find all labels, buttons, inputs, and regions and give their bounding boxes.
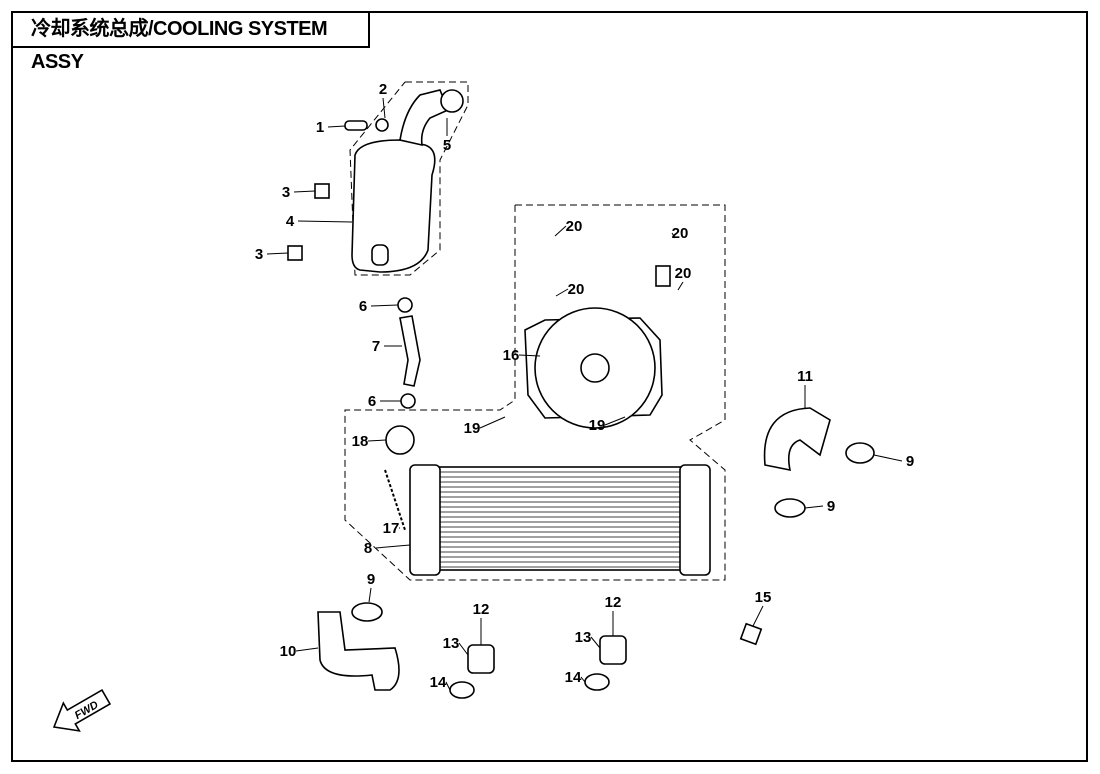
hose-7 xyxy=(399,315,421,387)
callout-leader-line xyxy=(479,416,506,429)
callout-leader-line xyxy=(458,642,469,656)
callout-leader-line xyxy=(370,304,399,307)
bolt-3-lower xyxy=(287,245,303,261)
callout-label: 6 xyxy=(368,393,376,410)
callout-label: 5 xyxy=(443,137,451,154)
callout-label: 9 xyxy=(367,571,375,588)
callout-leader-line xyxy=(752,605,764,627)
radiator-fins xyxy=(440,471,680,568)
callout-label: 13 xyxy=(575,629,592,646)
callout-label: 9 xyxy=(827,498,835,515)
clamp-6-lower xyxy=(400,393,416,409)
callout-label: 3 xyxy=(282,184,290,201)
callout-label: 2 xyxy=(379,81,387,98)
callout-leader-line xyxy=(375,544,411,549)
reservoir-window xyxy=(371,244,389,266)
callout-leader-line xyxy=(873,454,903,462)
callout-label: 20 xyxy=(566,218,583,235)
callout-label: 12 xyxy=(605,594,622,611)
callout-label: 9 xyxy=(906,453,914,470)
callout-label: 6 xyxy=(359,298,367,315)
clamp-9-left xyxy=(351,602,383,622)
callout-leader-line xyxy=(327,125,346,128)
callout-label: 7 xyxy=(372,338,380,355)
callout-leader-line xyxy=(368,587,372,603)
clamp-6-upper xyxy=(397,297,413,313)
callout-leader-line xyxy=(266,252,289,255)
washer-14-right xyxy=(584,673,610,691)
callout-label: 10 xyxy=(280,643,297,660)
callout-leader-line xyxy=(445,681,451,691)
callout-label: 14 xyxy=(430,674,447,691)
radiator-core xyxy=(429,466,686,571)
callout-label: 8 xyxy=(364,540,372,557)
callout-label: 20 xyxy=(675,265,692,282)
callout-label: 16 xyxy=(503,347,520,364)
clamp-9-mid xyxy=(774,498,806,518)
callout-label: 13 xyxy=(443,635,460,652)
callout-leader-line xyxy=(295,647,319,652)
radiator-cap-18 xyxy=(385,425,415,455)
callout-label: 14 xyxy=(565,669,582,686)
reservoir-group-outline xyxy=(349,81,469,276)
callout-leader-line xyxy=(518,354,541,357)
fan-motor xyxy=(580,353,610,383)
callout-label: 1 xyxy=(316,119,324,136)
callout-label: 19 xyxy=(589,417,606,434)
callout-leader-line xyxy=(297,220,353,223)
callout-label: 17 xyxy=(383,520,400,537)
callout-leader-line xyxy=(590,636,601,649)
callout-label: 4 xyxy=(286,213,295,230)
radiator-left-tank xyxy=(409,464,441,576)
part-1-pin xyxy=(344,120,368,131)
callout-leader-line xyxy=(604,416,626,426)
callout-leader-line xyxy=(555,288,569,297)
hose-10 xyxy=(317,611,400,691)
callout-label: 19 xyxy=(464,420,481,437)
callout-leader-line xyxy=(382,97,386,119)
coolant-reservoir xyxy=(351,139,436,273)
washer-14-left xyxy=(449,681,475,699)
hose-11 xyxy=(763,407,831,472)
callout-leader-line xyxy=(293,190,316,193)
filler-cap xyxy=(440,89,464,113)
fan-connector xyxy=(655,265,671,287)
fan-group-outline xyxy=(344,204,726,581)
clamp-9-right xyxy=(845,442,875,464)
bracket-15 xyxy=(739,622,763,646)
callout-leader-line xyxy=(677,281,684,291)
fwd-label: FWD xyxy=(73,699,101,722)
radiator-right-tank xyxy=(679,464,711,576)
callout-leader-line xyxy=(367,439,387,442)
grommet-12-left xyxy=(467,644,495,674)
page-title: 冷却系统总成/COOLING SYSTEM ASSY xyxy=(11,11,370,73)
grommet-12-right xyxy=(599,635,627,665)
callout-label: 20 xyxy=(568,281,585,298)
callout-label: 11 xyxy=(797,368,813,385)
callout-label: 20 xyxy=(672,225,689,242)
part-2-clip xyxy=(375,118,389,132)
callout-label: 15 xyxy=(755,589,772,606)
overflow-tube-17 xyxy=(384,469,406,531)
callout-leader-line xyxy=(804,505,824,509)
callout-leader-line xyxy=(671,232,676,239)
callout-leader-line xyxy=(580,676,586,683)
callout-label: 18 xyxy=(352,433,369,450)
callout-leader-line xyxy=(554,225,567,237)
diagram-frame xyxy=(11,11,1088,762)
callout-label: 3 xyxy=(255,246,263,263)
callout-label: 12 xyxy=(473,601,490,618)
bolt-3-upper xyxy=(314,183,330,199)
forward-direction-arrow: FWD xyxy=(52,688,112,732)
